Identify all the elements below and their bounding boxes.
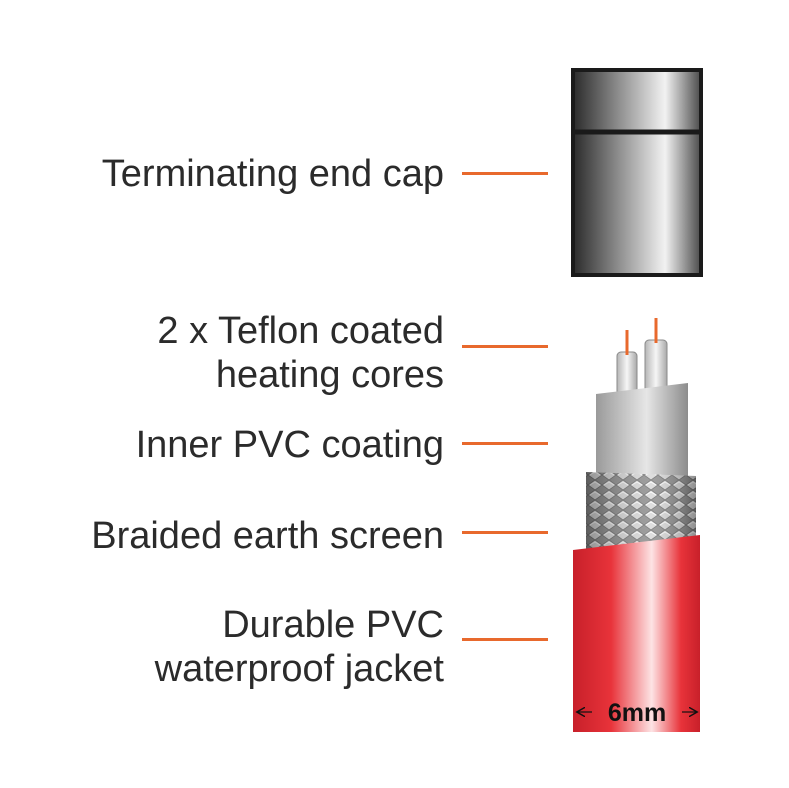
label-end-cap-text: Terminating end cap (101, 153, 444, 195)
leader-inner-coating (462, 442, 548, 445)
dimension-label: 6mm (608, 699, 666, 727)
dimension-marker: 6mm (578, 699, 696, 727)
leader-end-cap (462, 172, 548, 175)
label-inner-coating: Inner PVC coating (136, 423, 444, 467)
leader-jacket (462, 638, 548, 641)
inner-pvc-graphic (596, 383, 688, 480)
label-heating-cores-line2: heating cores (215, 354, 444, 396)
label-jacket-line1: Durable PVC (222, 604, 444, 646)
label-inner-coating-text: Inner PVC coating (135, 424, 444, 466)
label-end-cap: Terminating end cap (102, 152, 444, 196)
label-jacket: Durable PVC waterproof jacket (155, 603, 444, 691)
leader-braid (462, 531, 548, 534)
label-braid-text: Braided earth screen (91, 515, 444, 557)
braid-graphic (586, 472, 696, 552)
leader-heating-cores (462, 345, 548, 348)
label-braid: Braided earth screen (91, 514, 444, 558)
label-jacket-line2: waterproof jacket (154, 648, 444, 690)
label-heating-cores: 2 x Teflon coated heating cores (157, 309, 444, 397)
jacket-graphic (573, 535, 700, 732)
label-heating-cores-line1: 2 x Teflon coated (157, 310, 444, 352)
end-cap-graphic (571, 68, 703, 277)
